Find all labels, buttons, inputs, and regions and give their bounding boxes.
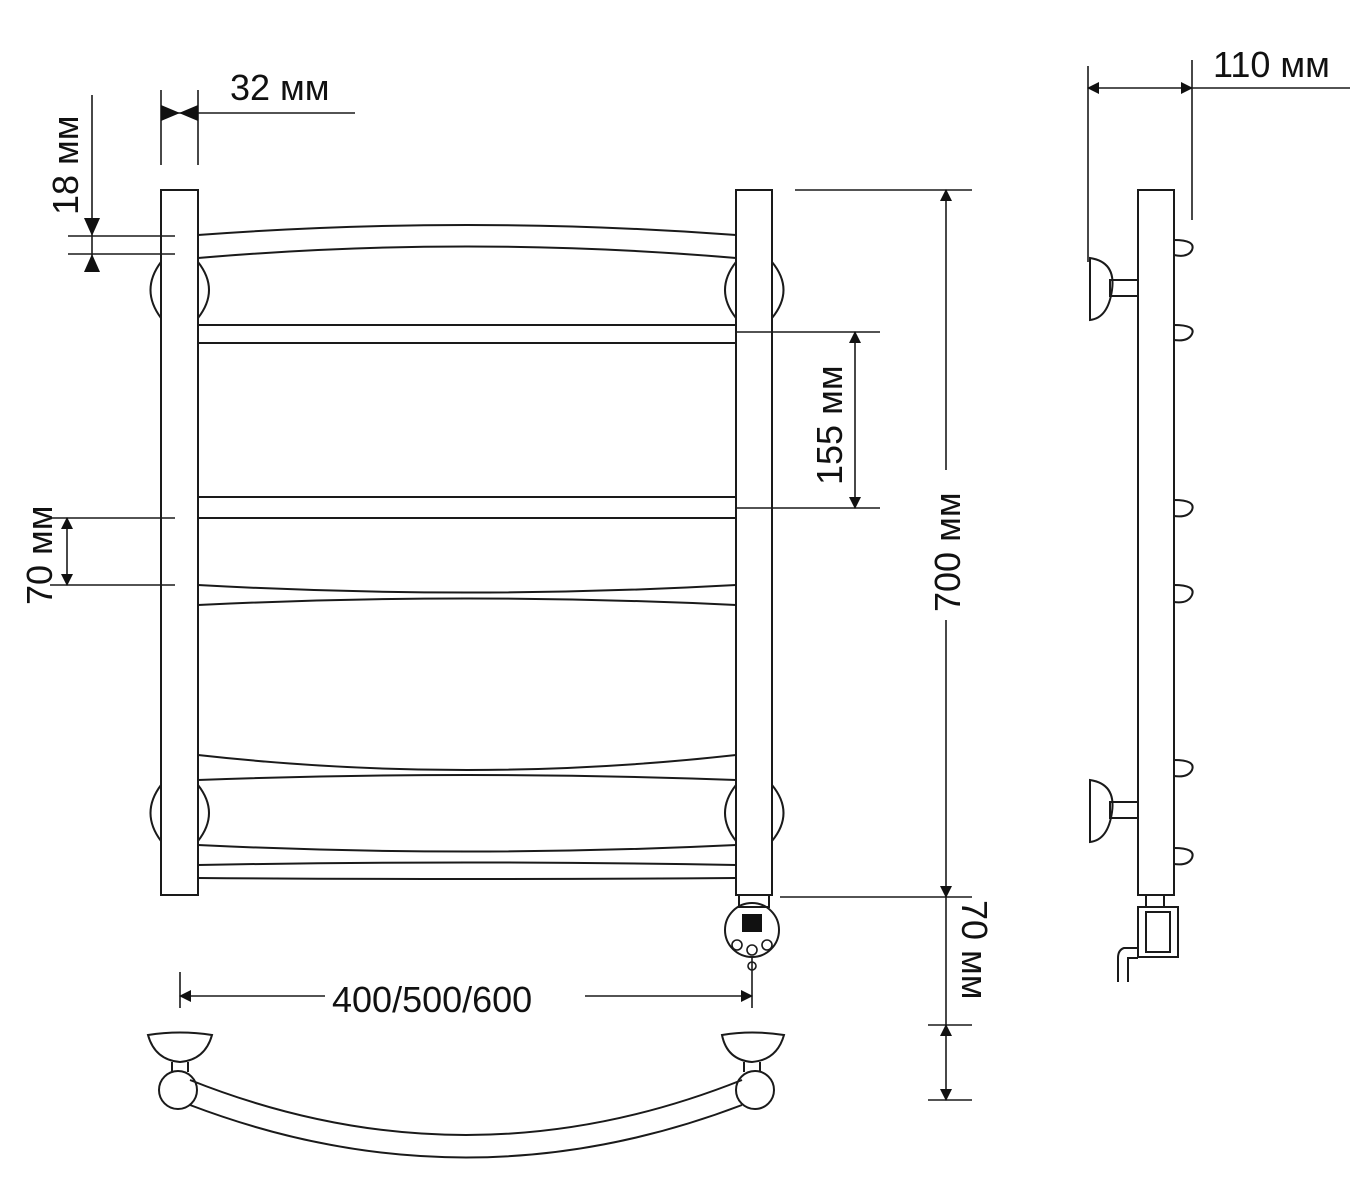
side-rung-2 — [1173, 324, 1194, 342]
dim-heater-length-label: 70 мм — [954, 900, 995, 1000]
heater-thermostat-icon — [724, 894, 780, 975]
side-view — [1089, 189, 1194, 982]
top-view — [146, 1031, 786, 1159]
rung-3 — [198, 342, 736, 498]
rung-1 — [197, 224, 737, 259]
dim-total-height-label: 700 мм — [927, 492, 968, 612]
dim-bar-width: 32 мм — [160, 67, 355, 165]
side-heater-icon — [1117, 894, 1179, 982]
top-view-rail — [189, 1079, 743, 1136]
bracket-top-right — [724, 261, 785, 319]
bracket-bottom-right — [724, 784, 785, 842]
side-post — [1137, 189, 1175, 896]
rung-5 — [197, 597, 737, 771]
dim-wall-offset-label: 110 мм — [1213, 44, 1330, 85]
dim-rung-spacing: 155 мм — [736, 331, 880, 509]
side-mount-top — [1089, 256, 1139, 322]
dim-rung-height-label: 70 мм — [19, 505, 60, 605]
bracket-top-left — [149, 261, 210, 319]
side-rung-6 — [1173, 847, 1194, 866]
dim-width-label: 400/500/600 — [332, 979, 532, 1020]
left-post — [160, 189, 199, 896]
right-post — [735, 189, 773, 896]
dim-bar-thickness: 18 мм — [45, 95, 175, 272]
wall-plate-left — [146, 1031, 214, 1064]
dim-bar-thickness-label: 18 мм — [45, 115, 86, 215]
side-rung-1 — [1173, 239, 1194, 257]
dim-rung-spacing-label: 155 мм — [809, 365, 850, 485]
dim-rung-height: 70 мм — [19, 505, 175, 605]
dim-wall-offset: 110 мм — [1087, 44, 1350, 262]
side-mount-bottom — [1089, 778, 1139, 844]
dim-total-height: 700 мм — [780, 189, 972, 898]
rung-2 — [197, 258, 737, 326]
front-view — [149, 189, 785, 975]
wall-plate-right — [720, 1031, 786, 1064]
rung-7 — [197, 861, 737, 880]
rung-4 — [197, 517, 737, 594]
side-rung-4 — [1173, 584, 1194, 604]
side-rung-5 — [1173, 759, 1194, 778]
side-rung-3 — [1173, 499, 1194, 518]
bracket-bottom-left — [149, 784, 210, 842]
dim-width: 400/500/600 — [179, 972, 753, 1020]
dim-bar-width-label: 32 мм — [230, 67, 330, 108]
dim-heater-length: 70 мм — [928, 897, 995, 1101]
rung-6 — [197, 774, 737, 853]
